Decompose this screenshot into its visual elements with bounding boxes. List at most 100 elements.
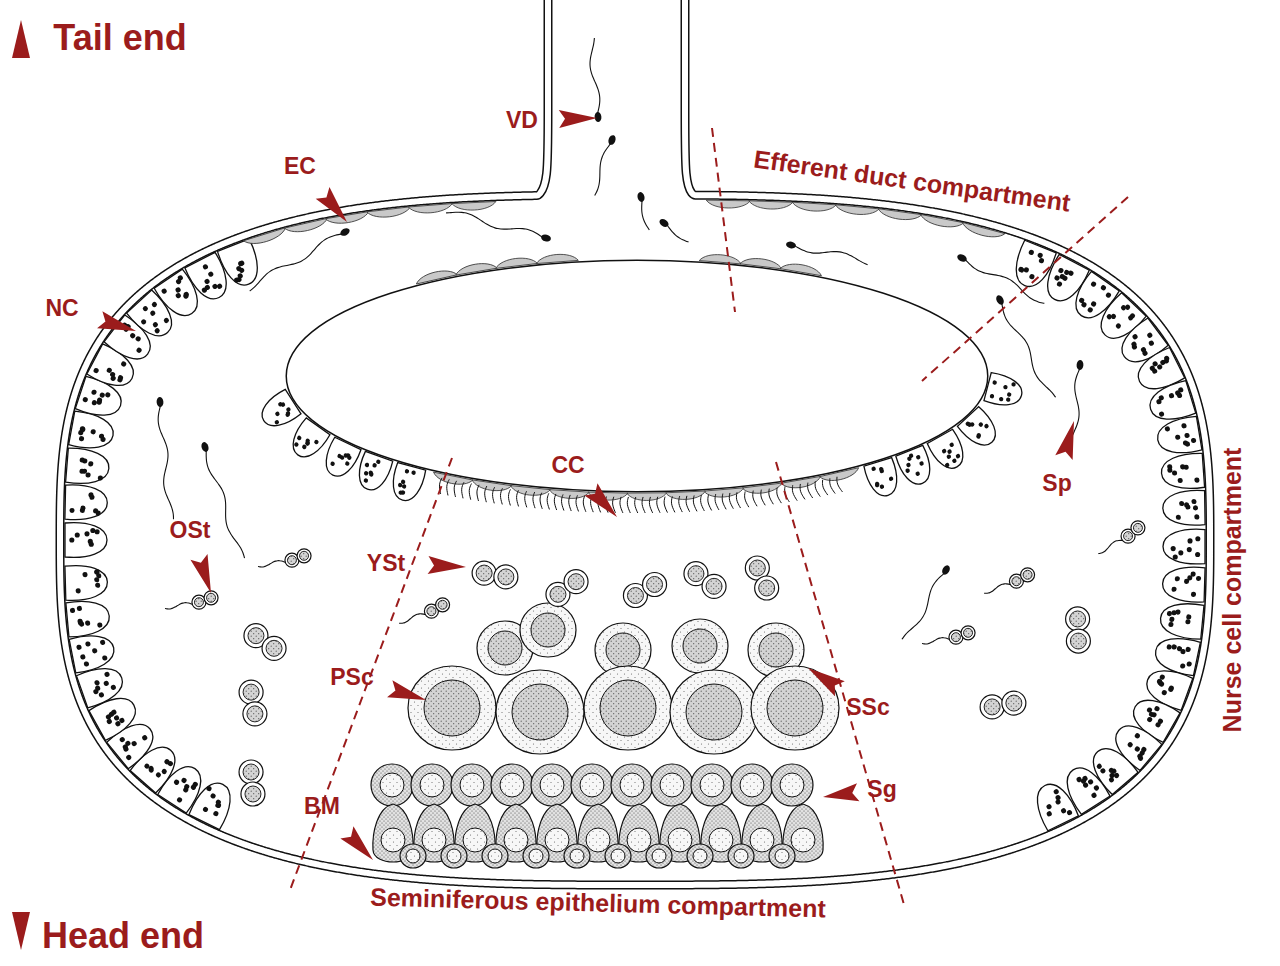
- epithelial-cell: [780, 261, 823, 275]
- epithelial-cell: [749, 201, 793, 210]
- nurse-cell-granule: [83, 661, 89, 667]
- nurse-cell-granule: [343, 453, 349, 459]
- compartment-boundaries: [290, 128, 1128, 908]
- nurse-cell-granule: [122, 745, 129, 752]
- primary-spermatocyte-nucleus: [686, 684, 742, 740]
- young-spermatid-body: [1066, 629, 1090, 653]
- spermatogonium: [411, 764, 453, 806]
- nurse-cell-granule: [1196, 576, 1201, 581]
- nurse-cell-granule: [888, 476, 893, 481]
- nurse-cell-body: [1160, 453, 1204, 491]
- nurse-cell-granule: [1195, 536, 1200, 541]
- young-spermatid-body: [239, 760, 263, 784]
- spermatogonium-body: [482, 844, 508, 868]
- spermatogonium-nucleus: [463, 828, 487, 852]
- cilium: [620, 497, 623, 513]
- sperm-tail: [1002, 304, 1056, 398]
- nurse-cell-granule: [1146, 716, 1153, 723]
- nurse-cell-granule: [149, 310, 156, 317]
- nurse-cell-granule: [1173, 554, 1178, 559]
- young-spermatid-nucleus: [984, 699, 1000, 715]
- nurse-cell-granule: [1055, 794, 1062, 801]
- old-spermatid: [165, 591, 218, 609]
- spermatogonium: [441, 844, 467, 868]
- nurse-cell-body: [1155, 416, 1202, 457]
- nurse-cell-body: [1039, 254, 1089, 307]
- spermatogonium-body: [651, 764, 693, 806]
- nurse-cell-granule: [201, 287, 208, 294]
- nurse-cell-body: [256, 389, 302, 433]
- nurse-cell-granule: [1028, 249, 1035, 256]
- cilium: [837, 477, 843, 492]
- nurse-cell-granule: [1059, 273, 1066, 280]
- spermatogonium: [651, 764, 693, 806]
- nurse-cell-granule: [1105, 292, 1112, 299]
- nurse-cell-granule: [90, 429, 96, 435]
- sperm-head: [636, 191, 645, 202]
- nurse-cell-granule: [1080, 301, 1087, 308]
- old-spermatid-body: [1131, 521, 1145, 535]
- nurse-cell-granule: [80, 508, 85, 513]
- nurse-cell-granule: [238, 260, 245, 267]
- cilium: [576, 495, 579, 511]
- ciliated-cell: [432, 472, 473, 487]
- spermatozoon: [658, 217, 689, 242]
- nurse-cell-granule: [1164, 426, 1170, 432]
- cilium: [769, 489, 774, 505]
- nurse-cell-granule: [92, 648, 98, 654]
- nurse-cell-granule: [1140, 346, 1147, 353]
- nurse-cell-granule: [983, 423, 989, 429]
- nurse-cell-granule: [978, 421, 984, 427]
- spermatogonium-body: [769, 844, 795, 868]
- nurse-cell-granule: [1181, 423, 1187, 429]
- nurse-cell-granule: [155, 771, 162, 778]
- spermatogonium-body: [771, 764, 813, 806]
- nurse-cell-granule: [879, 484, 884, 489]
- ciliated-cell: [627, 493, 667, 501]
- spermatogonium-body: [531, 764, 573, 806]
- nurse-cell-granule: [1191, 592, 1196, 597]
- spermatid-tail: [399, 614, 426, 624]
- nurse-cell-granule: [96, 573, 101, 578]
- cilium: [701, 495, 705, 511]
- primary-spermatocyte-body: [584, 666, 672, 750]
- nurse-cell-granule: [369, 472, 375, 478]
- germ-cells: [165, 521, 1145, 868]
- nurse-cell-granule: [296, 435, 302, 441]
- nurse-cell-granule: [1187, 538, 1192, 543]
- nurse-cell-granule: [79, 457, 84, 462]
- cilium: [715, 494, 719, 510]
- nurse-cell-granule: [1163, 357, 1170, 364]
- spermatogonium-body: [451, 764, 493, 806]
- sperm-head: [1076, 360, 1084, 371]
- nurse-cell: [66, 599, 111, 637]
- spermatogonium-nucleus: [488, 849, 502, 863]
- spermatogonium-nucleus: [709, 828, 733, 852]
- ciliated-cell: [820, 468, 861, 484]
- nurse-cell: [286, 418, 331, 464]
- nurse-cell: [388, 462, 426, 504]
- epithelial-cell: [961, 222, 1005, 240]
- nurse-cell-granule: [1166, 644, 1172, 650]
- nurse-cell-granule: [1129, 312, 1136, 319]
- sperm-tail: [595, 144, 611, 196]
- nurse-cell-granule: [1186, 661, 1192, 667]
- nurse-cell-body: [65, 565, 108, 601]
- nurse-cell-granule: [1113, 772, 1120, 779]
- nurse-cell-body: [217, 239, 265, 291]
- nurse-cell-granule: [274, 411, 280, 417]
- nurse-cell-granule: [1080, 778, 1087, 785]
- spermatogonium-body: [687, 844, 713, 868]
- nurse-cell-granule: [1038, 257, 1045, 264]
- nurse-cell-body: [1152, 634, 1200, 677]
- nurse-cell-granule: [1168, 622, 1174, 628]
- young-spermatid: [623, 572, 666, 607]
- spermatogonium: [728, 844, 754, 868]
- cilium: [554, 494, 556, 510]
- orientation-arrow: [12, 912, 30, 950]
- nurse-cell-granule: [82, 572, 87, 577]
- nurse-cell-granule: [78, 620, 84, 626]
- nurse-cell-granule: [293, 441, 299, 447]
- primary-spermatocyte-body: [408, 666, 496, 750]
- nurse-cell-granule: [70, 608, 76, 614]
